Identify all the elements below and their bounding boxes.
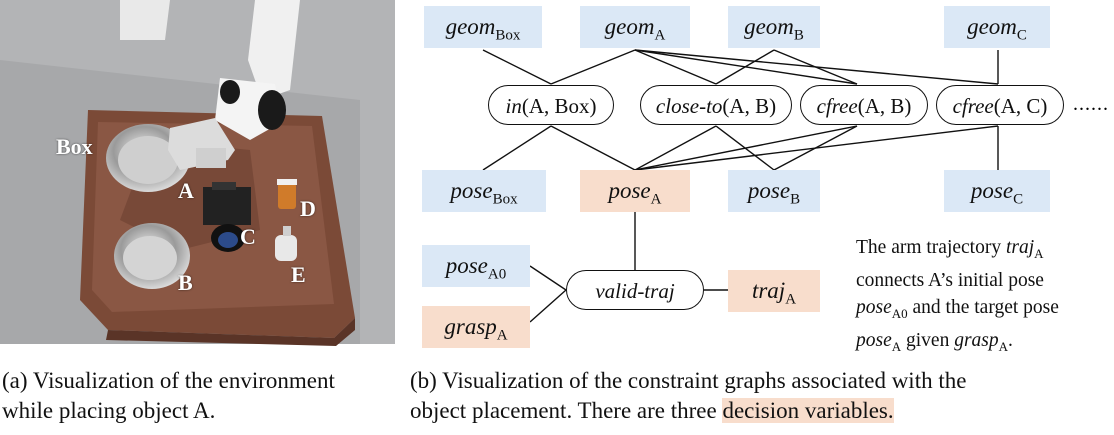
node-pose-a0: poseA0 [422, 245, 530, 287]
environment-render [0, 0, 395, 346]
constraint-in: in(A, Box) [488, 85, 614, 125]
constraint-cfree-ac: cfree(A, C) [936, 85, 1064, 125]
caption-a: (a) Visualization of the environment whi… [2, 368, 335, 423]
trajectory-note: The arm trajectory trajA connects A’s in… [856, 237, 1059, 354]
constraint-close-to: close-to(A, B) [640, 85, 792, 125]
node-pose-c: poseC [944, 170, 1050, 212]
node-geom-b: geomB [728, 6, 820, 48]
node-pose-box: poseBox [422, 170, 546, 212]
label-e: E [291, 262, 306, 287]
node-traj-a: trajA [728, 270, 820, 312]
bottle-e [275, 235, 297, 261]
label-d: D [300, 196, 316, 221]
graph-edges [482, 49, 999, 323]
camera-c [203, 187, 251, 225]
bottle-d [278, 183, 296, 209]
node-geom-c: geomC [944, 6, 1050, 48]
label-b: B [178, 270, 193, 295]
node-pose-a: poseA [580, 170, 690, 212]
robot-arm [248, 0, 300, 100]
node-grasp-a: graspA [422, 306, 530, 348]
node-geom-a: geomA [580, 6, 690, 48]
label-c: C [240, 224, 256, 249]
constraint-cfree-ab: cfree(A, B) [800, 85, 928, 125]
caption-b: (b) Visualization of the constraint grap… [410, 368, 967, 423]
node-geom-box: geomBox [424, 6, 542, 48]
constraint-valid-traj: valid-traj [566, 270, 704, 310]
node-pose-b: poseB [728, 170, 820, 212]
decision-variables-highlight: decision variables. [722, 398, 894, 423]
label-a: A [178, 178, 194, 203]
label-box: Box [56, 134, 93, 159]
more-constraints-ellipsis: ...... [1073, 93, 1109, 115]
